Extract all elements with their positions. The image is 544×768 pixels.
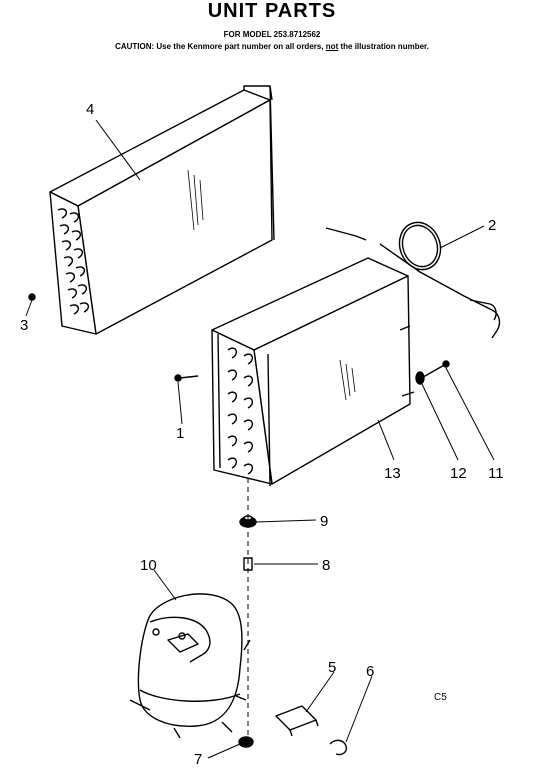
- callout-13: 13: [384, 465, 401, 482]
- caution-suffix: the illustration number.: [340, 42, 429, 51]
- clip: [329, 739, 348, 756]
- callout-4: 4: [86, 101, 94, 118]
- capillary-tube: [325, 221, 501, 339]
- screw-small: [28, 293, 36, 301]
- compressor-mount: [238, 736, 254, 748]
- caution-not: not: [325, 42, 339, 51]
- callout-12: 12: [450, 465, 467, 482]
- callout-7: 7: [194, 751, 202, 768]
- callout-3: 3: [20, 317, 28, 334]
- bracket: [275, 705, 319, 737]
- caution-note: CAUTION: Use the Kenmore part number on …: [0, 42, 544, 51]
- callout-2: 2: [488, 217, 496, 234]
- compressor: [129, 593, 251, 739]
- page-code: C5: [434, 692, 447, 703]
- evaporator-coil: [211, 257, 415, 487]
- callout-1: 1: [176, 425, 184, 442]
- model-number: FOR MODEL 253.8712562: [223, 30, 321, 39]
- callout-11: 11: [488, 465, 504, 482]
- screw-evaporator: [174, 374, 199, 382]
- callout-8: 8: [322, 557, 330, 574]
- callout-5: 5: [328, 659, 336, 676]
- callout-6: 6: [366, 663, 374, 680]
- washer: [415, 371, 425, 385]
- callout-9: 9: [320, 513, 328, 530]
- page-title: UNIT PARTS: [207, 0, 337, 22]
- caution-prefix: CAUTION: Use the Kenmore part number on …: [115, 42, 324, 51]
- callout-10: 10: [140, 557, 157, 574]
- condenser-coil: [49, 85, 275, 335]
